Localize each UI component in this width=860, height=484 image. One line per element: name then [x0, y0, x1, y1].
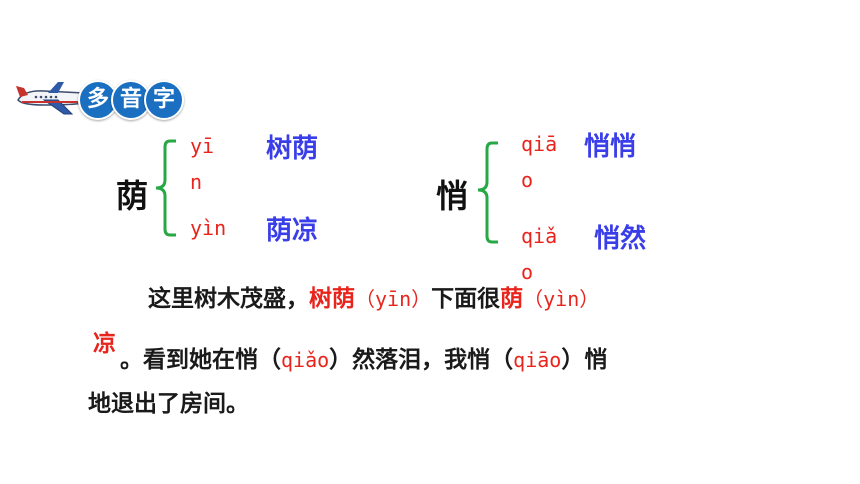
passage-text: 地退出了房间。: [88, 391, 249, 417]
passage-text: 下面很: [431, 286, 501, 312]
highlight-word: 凉: [93, 331, 116, 357]
passage-line-2: 。看到她在悄（qiǎo）然落泪，我悄（qiāo）悄: [120, 340, 607, 374]
bracket-brace: [477, 141, 498, 244]
example-word: 树荫: [266, 134, 319, 164]
pinyin-annotation: （yìn）: [523, 287, 600, 311]
highlight-word: 荫: [500, 286, 524, 312]
bracket-brace: [155, 139, 176, 237]
passage-text: ）悄: [561, 347, 608, 373]
example-word: 悄然: [594, 224, 647, 254]
header-bubble-3: 字: [144, 80, 184, 120]
pinyin-reading: qiāo: [521, 132, 558, 192]
passage-text: 这里树木茂盛，: [148, 286, 309, 312]
passage-text: 。看到她在悄（: [120, 347, 281, 373]
pinyin-reading: yīn: [190, 134, 215, 194]
polyphone-char-yin: 荫: [116, 177, 149, 215]
passage-line-1: 这里树木茂盛，树荫（yīn）下面很荫（yìn）: [148, 279, 599, 313]
pinyin-annotation: qiāo: [513, 348, 562, 372]
example-word: 荫凉: [266, 216, 319, 246]
pinyin-annotation: （yīn）: [355, 287, 432, 311]
passage-text: ）然落泪，我悄（: [329, 347, 514, 373]
example-word: 悄悄: [584, 132, 637, 162]
pinyin-reading: qiǎo: [521, 224, 558, 284]
highlight-word: 树荫: [309, 286, 355, 312]
pinyin-annotation: qiǎo: [281, 348, 330, 372]
polyphone-char-qiao: 悄: [436, 177, 469, 215]
passage-line-3: 地退出了房间。: [88, 384, 249, 418]
pinyin-reading: yìn: [190, 216, 227, 240]
